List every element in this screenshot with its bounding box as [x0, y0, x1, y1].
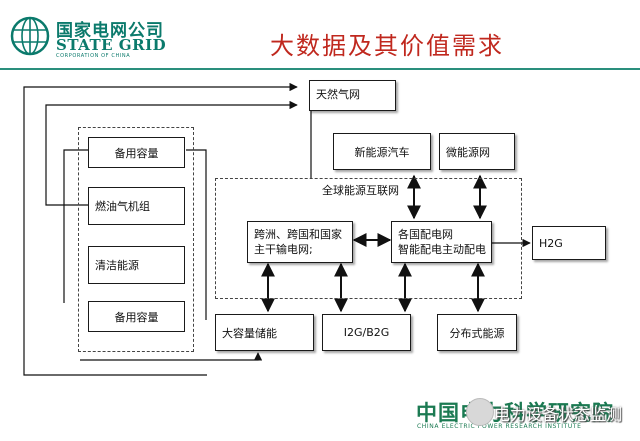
reserve-capacity-top-label: 备用容量: [114, 146, 159, 160]
distribution-grid: 各国配电网 智能配电主动配电: [391, 221, 492, 263]
global-energy-interconnect-group: [215, 178, 522, 299]
logo-chinese-name: 国家电网公司: [56, 21, 164, 41]
backbone-transmission-grid: 跨洲、跨国和国家 主干输电网;: [247, 221, 353, 263]
oil-gas-units-label: 燃油气机组: [95, 200, 150, 213]
reserve-capacity-top: 备用容量: [88, 137, 185, 168]
micro-energy-network-label: 微能源网: [446, 145, 490, 159]
logo-subtitle: CORPORATION OF CHINA: [56, 53, 131, 59]
clean-energy: 清洁能源: [88, 246, 185, 284]
natural-gas-network-label: 天然气网: [316, 88, 360, 101]
h2g-label: H2G: [539, 236, 563, 250]
state-grid-logo: 国家电网公司 STATE GRID CORPORATION OF CHINA: [10, 16, 180, 60]
distribution-line-1: 各国配电网: [398, 228, 453, 241]
new-energy-vehicles: 新能源汽车: [333, 133, 431, 170]
institute-english-name: CHINA ELECTRIC POWER RESEARCH INSTITUTE: [417, 423, 582, 430]
natural-gas-network: 天然气网: [309, 80, 396, 111]
global-interconnect-label: 全球能源互联网: [322, 184, 399, 197]
oil-gas-units: 燃油气机组: [88, 187, 185, 225]
h2g-node: H2G: [532, 226, 606, 260]
watermark-badge-icon: [466, 398, 494, 426]
backbone-line-2: 主干输电网;: [254, 243, 313, 256]
distributed-energy-label: 分布式能源: [449, 326, 505, 340]
micro-energy-network: 微能源网: [439, 133, 515, 170]
globe-logo-icon: [10, 16, 50, 56]
clean-energy-label: 清洁能源: [95, 259, 139, 272]
backbone-line-1: 跨洲、跨国和国家: [254, 228, 342, 241]
watermark-text: 电力设备状态监测: [494, 405, 623, 424]
reserve-capacity-bottom: 备用容量: [88, 301, 185, 332]
logo-english-name: STATE GRID: [56, 36, 167, 54]
distributed-energy: 分布式能源: [437, 314, 517, 351]
new-energy-vehicles-label: 新能源汽车: [354, 145, 410, 159]
i2g-b2g-label: I2G/B2G: [343, 326, 390, 339]
reserve-capacity-bottom-label: 备用容量: [114, 310, 159, 324]
distribution-line-2: 智能配电主动配电: [398, 243, 486, 256]
institute-chinese-name: 中国电力科学研究院: [416, 401, 614, 425]
page-title: 大数据及其价值需求: [270, 32, 504, 60]
large-capacity-storage-label: 大容量储能: [222, 326, 277, 340]
header-divider: [0, 68, 640, 70]
large-capacity-storage: 大容量储能: [215, 314, 314, 351]
left-resource-group: [78, 127, 194, 352]
i2g-b2g-node: I2G/B2G: [322, 314, 411, 351]
